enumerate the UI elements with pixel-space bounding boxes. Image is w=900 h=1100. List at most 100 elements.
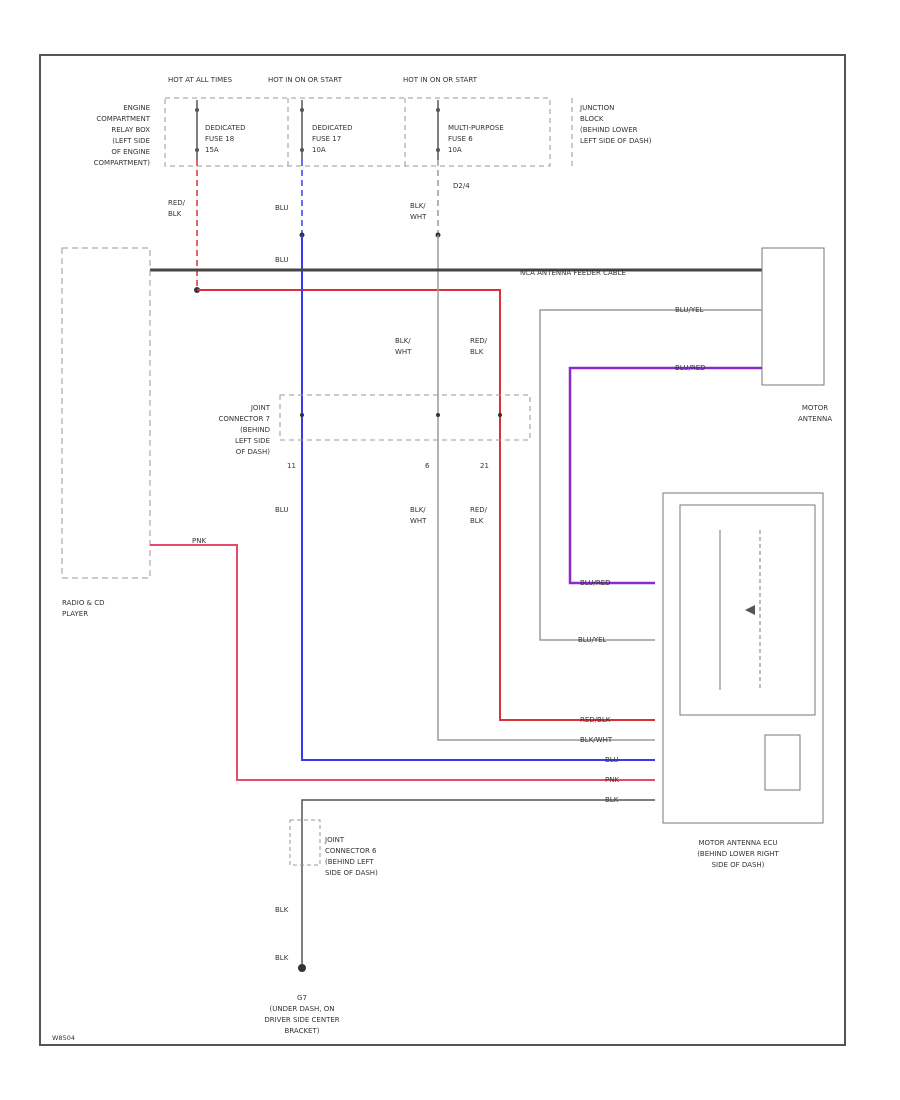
feeder-cable-label: NCA ANTENNA FEEDER CABLE xyxy=(520,269,626,277)
svg-text:RED/: RED/ xyxy=(168,199,186,207)
svg-text:BLK: BLK xyxy=(168,210,182,218)
wire-blu xyxy=(301,235,655,761)
wire-pnk xyxy=(150,544,655,781)
svg-text:DEDICATED: DEDICATED xyxy=(312,124,353,132)
motor-antenna-box xyxy=(761,247,825,386)
svg-text:WHT: WHT xyxy=(410,213,427,221)
motor-antenna-ecu xyxy=(662,492,824,824)
svg-text:BLU: BLU xyxy=(275,256,288,264)
svg-text:BLU: BLU xyxy=(605,756,618,764)
junction-block-label: JUNCTION BLOCK (BEHIND LOWER LEFT SIDE O… xyxy=(579,104,652,145)
svg-text:SIDE OF DASH): SIDE OF DASH) xyxy=(325,869,378,877)
svg-text:21: 21 xyxy=(480,462,489,470)
svg-text:ENGINE: ENGINE xyxy=(123,104,150,112)
joint-connector-7 xyxy=(279,394,531,441)
svg-text:OF ENGINE: OF ENGINE xyxy=(111,148,150,156)
svg-text:OF DASH): OF DASH) xyxy=(236,448,271,456)
wire-blu-yel xyxy=(539,309,762,641)
svg-text:LEFT SIDE: LEFT SIDE xyxy=(235,437,270,445)
svg-text:CONNECTOR 7: CONNECTOR 7 xyxy=(218,415,270,423)
svg-text:BRACKET): BRACKET) xyxy=(285,1027,320,1035)
svg-text:RADIO & CD: RADIO & CD xyxy=(62,599,105,607)
svg-text:BLK/: BLK/ xyxy=(395,337,411,345)
svg-text:11: 11 xyxy=(287,462,296,470)
blu-yel-label: BLU/YEL xyxy=(675,306,704,314)
radio-label: RADIO & CD PLAYER xyxy=(62,599,105,618)
svg-text:MOTOR: MOTOR xyxy=(802,404,828,412)
footer-code: W8504 xyxy=(52,1034,75,1042)
svg-text:BLK: BLK xyxy=(275,954,289,962)
svg-text:BLOCK: BLOCK xyxy=(580,115,604,123)
blu-red-label: BLU/RED xyxy=(675,364,706,372)
ground-label: G7 (UNDER DASH, ON DRIVER SIDE CENTER BR… xyxy=(264,994,339,1035)
svg-text:RED/: RED/ xyxy=(470,337,488,345)
hot-on-acc-label: HOT IN ON OR START xyxy=(403,76,478,84)
svg-text:G7: G7 xyxy=(297,994,307,1002)
svg-text:(BEHIND LOWER: (BEHIND LOWER xyxy=(580,126,638,134)
svg-text:LEFT SIDE OF DASH): LEFT SIDE OF DASH) xyxy=(580,137,652,145)
svg-text:BLU/YEL: BLU/YEL xyxy=(578,636,607,644)
svg-text:BLK/: BLK/ xyxy=(410,506,426,514)
svg-text:10A: 10A xyxy=(448,146,462,154)
svg-text:RED/: RED/ xyxy=(470,506,488,514)
svg-text:PLAYER: PLAYER xyxy=(62,610,88,618)
joint-connector-6 xyxy=(289,819,321,866)
svg-text:JUNCTION: JUNCTION xyxy=(579,104,614,112)
svg-text:ANTENNA: ANTENNA xyxy=(798,415,832,423)
svg-text:(BEHIND: (BEHIND xyxy=(240,426,270,434)
svg-text:RELAY BOX: RELAY BOX xyxy=(111,126,150,134)
wire-red-blk xyxy=(197,289,655,721)
red-blk-ecu-label: RED/BLK xyxy=(580,716,611,724)
svg-text:BLU: BLU xyxy=(275,506,288,514)
svg-text:JOINT: JOINT xyxy=(250,404,271,412)
svg-text:BLK/: BLK/ xyxy=(410,202,426,210)
d2-label: D2/4 xyxy=(453,182,470,190)
svg-text:BLK: BLK xyxy=(470,348,484,356)
fuse-6: MULTI-PURPOSE FUSE 6 10A xyxy=(436,100,504,160)
blk-wht-ecu-label: BLK/WHT xyxy=(580,736,613,744)
svg-text:MOTOR ANTENNA ECU: MOTOR ANTENNA ECU xyxy=(698,839,777,847)
radio-cd-player-box xyxy=(61,247,151,579)
fuse-18: DEDICATED FUSE 18 15A xyxy=(195,100,246,160)
svg-text:WHT: WHT xyxy=(395,348,412,356)
svg-text:CONNECTOR 6: CONNECTOR 6 xyxy=(325,847,377,855)
svg-text:(BEHIND LEFT: (BEHIND LEFT xyxy=(325,858,374,866)
wire-blk-ground xyxy=(301,799,655,968)
svg-text:COMPARTMENT: COMPARTMENT xyxy=(96,115,150,123)
engine-box-label: ENGINE COMPARTMENT RELAY BOX (LEFT SIDE … xyxy=(94,104,151,167)
svg-text:DEDICATED: DEDICATED xyxy=(205,124,246,132)
joint7-label: JOINT CONNECTOR 7 (BEHIND LEFT SIDE OF D… xyxy=(218,404,270,456)
svg-text:(UNDER DASH, ON: (UNDER DASH, ON xyxy=(270,1005,335,1013)
svg-text:FUSE 17: FUSE 17 xyxy=(312,135,341,143)
svg-text:COMPARTMENT): COMPARTMENT) xyxy=(94,159,151,167)
svg-text:BLU/RED: BLU/RED xyxy=(580,579,611,587)
svg-text:SIDE OF DASH): SIDE OF DASH) xyxy=(712,861,765,869)
svg-text:MULTI-PURPOSE: MULTI-PURPOSE xyxy=(448,124,504,132)
hot-on-start-label: HOT IN ON OR START xyxy=(268,76,343,84)
svg-text:BLK: BLK xyxy=(470,517,484,525)
svg-text:BLU: BLU xyxy=(275,204,288,212)
joint6-label: JOINT CONNECTOR 6 (BEHIND LEFT SIDE OF D… xyxy=(324,836,378,877)
svg-text:PNK: PNK xyxy=(605,776,619,784)
wire-blu-red xyxy=(568,366,762,585)
pnk-label: PNK xyxy=(192,537,206,545)
motor-antenna-label: MOTOR ANTENNA xyxy=(798,404,832,423)
svg-text:10A: 10A xyxy=(312,146,326,154)
svg-text:(LEFT SIDE: (LEFT SIDE xyxy=(112,137,150,145)
svg-text:6: 6 xyxy=(425,462,430,470)
svg-text:DRIVER SIDE CENTER: DRIVER SIDE CENTER xyxy=(264,1016,339,1024)
engine-relay-box xyxy=(164,97,551,167)
svg-text:15A: 15A xyxy=(205,146,219,154)
diagram-frame xyxy=(39,54,846,1046)
svg-text:FUSE 18: FUSE 18 xyxy=(205,135,234,143)
ecu-label: MOTOR ANTENNA ECU (BEHIND LOWER RIGHT SI… xyxy=(697,839,779,869)
svg-text:(BEHIND LOWER RIGHT: (BEHIND LOWER RIGHT xyxy=(697,850,779,858)
wire-blk-wht xyxy=(437,235,655,741)
hot-all-label: HOT AT ALL TIMES xyxy=(168,76,233,84)
svg-text:JOINT: JOINT xyxy=(324,836,345,844)
fuse-17: DEDICATED FUSE 17 10A xyxy=(300,100,353,160)
svg-text:FUSE 6: FUSE 6 xyxy=(448,135,473,143)
svg-text:BLK: BLK xyxy=(275,906,289,914)
svg-text:WHT: WHT xyxy=(410,517,427,525)
